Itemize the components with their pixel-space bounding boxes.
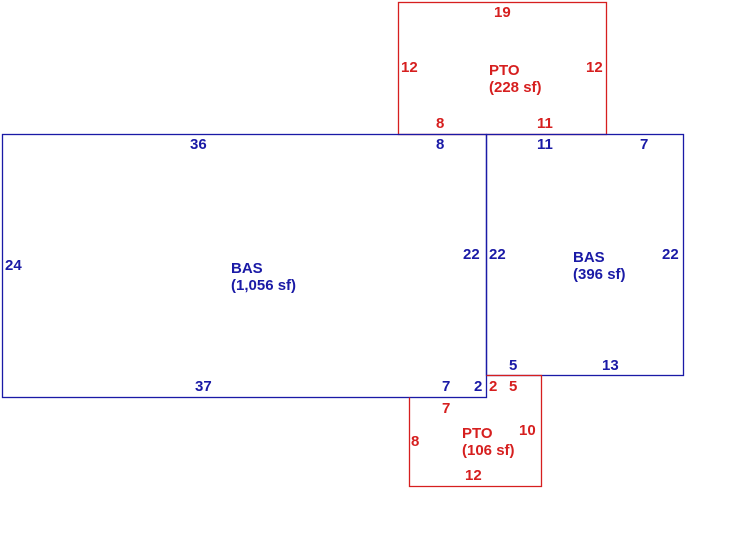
pto-bottom-area-size: (106 sf): [462, 442, 515, 459]
pto-top-dim-right: 12: [586, 59, 603, 76]
pto-bottom-area-name: PTO: [462, 425, 493, 442]
bas-main-area-size: (1,056 sf): [231, 277, 296, 294]
pto-top-dim-bottom-b: 11: [537, 115, 553, 132]
bas-main-dim-right: 22: [463, 246, 480, 263]
bas-right-area-name: BAS: [573, 249, 605, 266]
bas-right-dim-left: 22: [489, 246, 506, 263]
bas-right-dim-bottom-b: 13: [602, 357, 619, 374]
pto-top-dim-left: 12: [401, 59, 418, 76]
bas-main-dim-top-b: 8: [436, 136, 444, 153]
bas-right-dim-bottom-a: 5: [509, 357, 517, 374]
pto-top-area-size: (228 sf): [489, 79, 542, 96]
pto-bottom-outline: [408, 374, 543, 488]
pto-bottom-dim-left: 8: [411, 433, 419, 450]
pto-bottom-dim-top-c: 7: [442, 400, 450, 417]
bas-main-dim-bottom-b: 7: [442, 378, 450, 395]
bas-right-area-size: (396 sf): [573, 266, 626, 283]
pto-top-dim-bottom-a: 8: [436, 115, 444, 132]
bas-right-dim-right: 22: [662, 246, 679, 263]
bas-main-dim-bottom-a: 37: [195, 378, 212, 395]
bas-main-area: 36 8 24 22 37 7 2 BAS (1,056 sf): [5, 136, 482, 395]
pto-bottom-dim-right: 10: [519, 422, 536, 439]
bas-right-dim-top-b: 7: [640, 136, 648, 153]
bas-main-dim-left: 24: [5, 257, 22, 274]
bas-right-area: 11 7 22 22 5 13 BAS (396 sf): [489, 136, 679, 374]
pto-top-dim-top: 19: [494, 4, 511, 21]
pto-top-area-name: PTO: [489, 62, 520, 79]
bas-main-dim-top-a: 36: [190, 136, 207, 153]
bas-main-dim-bottom-c: 2: [474, 378, 482, 395]
pto-top-area: 19 12 12 8 11 PTO (228 sf): [401, 4, 603, 132]
bas-main-area-name: BAS: [231, 260, 263, 277]
pto-bottom-dim-top-a: 2: [489, 378, 497, 395]
bas-right-dim-top-a: 11: [537, 136, 553, 153]
bas-right-outline: [485, 133, 685, 377]
pto-bottom-dim-bottom: 12: [465, 467, 482, 484]
pto-bottom-area: 2 5 7 8 10 12 PTO (106 sf): [411, 378, 536, 484]
pto-bottom-dim-top-b: 5: [509, 378, 517, 395]
